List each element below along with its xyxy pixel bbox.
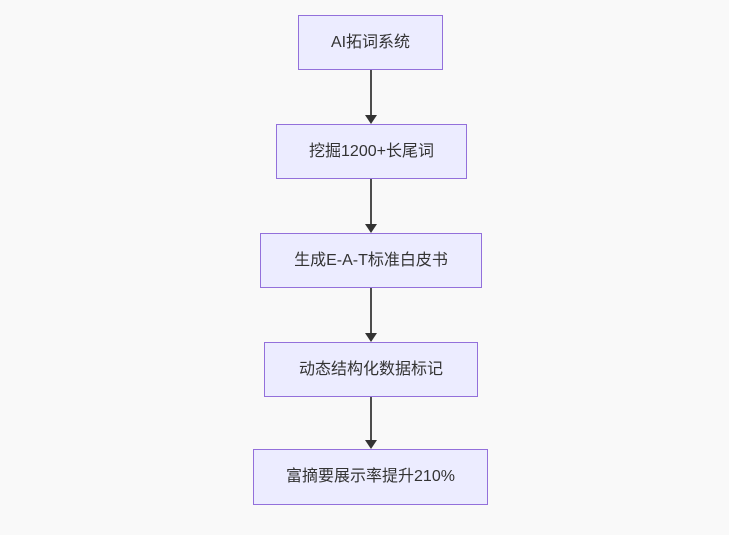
flow-node-rich-snippet-result: 富摘要展示率提升210%: [253, 449, 488, 505]
flow-edge-4: [364, 397, 378, 449]
arrow-down-icon: [365, 115, 377, 124]
arrow-line: [370, 70, 372, 115]
node-label: 挖掘1200+长尾词: [309, 142, 434, 160]
node-label: AI拓词系统: [330, 33, 411, 51]
flow-node-eat-whitepaper: 生成E-A-T标准白皮书: [260, 233, 482, 288]
arrow-down-icon: [365, 224, 377, 233]
node-label: 富摘要展示率提升210%: [286, 468, 455, 486]
flow-edge-3: [364, 288, 378, 342]
arrow-line: [370, 179, 372, 224]
flow-node-ai-keyword-system: AI拓词系统: [298, 15, 443, 70]
flow-node-structured-data-markup: 动态结构化数据标记: [264, 342, 478, 397]
arrow-line: [370, 288, 372, 333]
arrow-line: [370, 397, 372, 440]
arrow-down-icon: [365, 440, 377, 449]
node-label: 生成E-A-T标准白皮书: [294, 251, 448, 269]
node-label: 动态结构化数据标记: [298, 360, 443, 378]
arrow-down-icon: [365, 333, 377, 342]
flow-edge-2: [364, 179, 378, 233]
flow-edge-1: [364, 70, 378, 124]
flow-node-longtail-mining: 挖掘1200+长尾词: [276, 124, 467, 179]
